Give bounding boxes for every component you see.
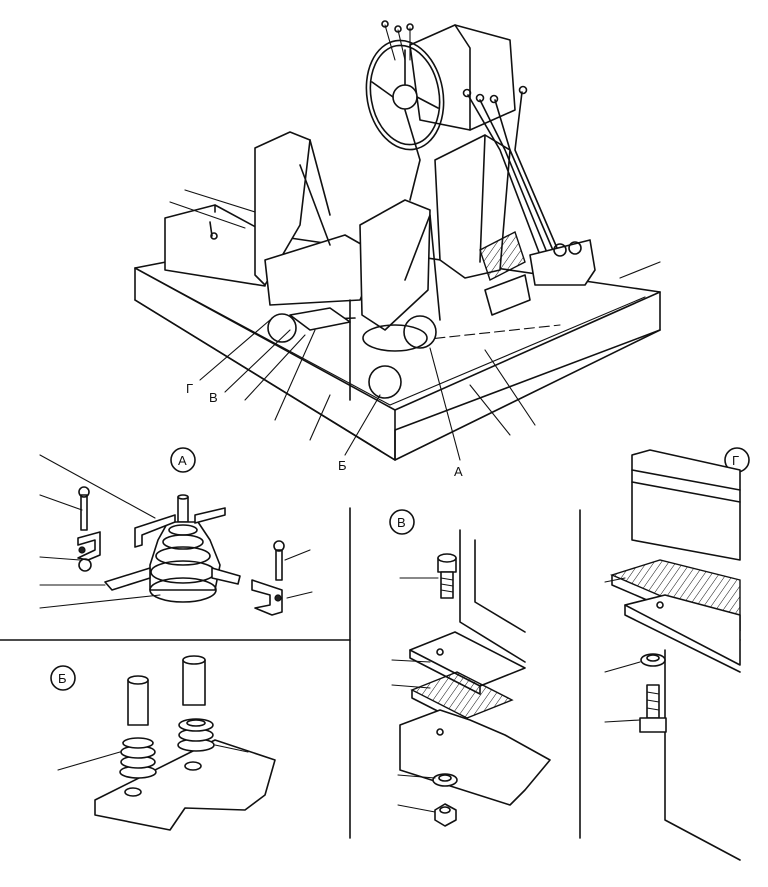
detail-b-mount-right <box>177 718 215 771</box>
vibration-mounts <box>267 214 441 401</box>
detail-a-bracket-left <box>77 486 101 572</box>
label-main-b: Б <box>338 458 347 473</box>
detail-b-mount-left <box>119 737 157 797</box>
detail-g: Г <box>604 447 750 861</box>
detail-a: А <box>39 447 313 616</box>
detail-v-title: В <box>397 515 406 530</box>
label-main-a: А <box>454 464 463 479</box>
detail-a-bracket-right <box>251 540 285 616</box>
detail-g-washer <box>640 653 666 667</box>
detail-v-nut <box>434 803 457 827</box>
steering-assembly <box>365 20 516 201</box>
panel-dividers <box>0 507 581 839</box>
detail-a-title: А <box>178 453 187 468</box>
detail-v-washer <box>432 773 458 787</box>
control-levers <box>462 85 596 286</box>
detail-g-title: Г <box>732 453 739 468</box>
detail-v-bolt <box>437 553 457 599</box>
detail-a-title-circle <box>170 447 196 473</box>
detail-g-bolt <box>639 684 667 733</box>
driver-seat <box>254 131 431 331</box>
label-main-v: В <box>209 390 218 405</box>
detail-b-title-circle <box>50 665 76 691</box>
main-assembly: Г В Б А <box>134 20 661 479</box>
detail-b-title: Б <box>58 671 67 686</box>
detail-v-title-circle <box>389 509 415 535</box>
detail-b: Б <box>50 655 276 831</box>
label-main-g: Г <box>186 381 193 396</box>
control-pedestal <box>434 134 531 316</box>
leader-lines-main <box>169 189 661 461</box>
detail-v: В <box>389 509 551 827</box>
